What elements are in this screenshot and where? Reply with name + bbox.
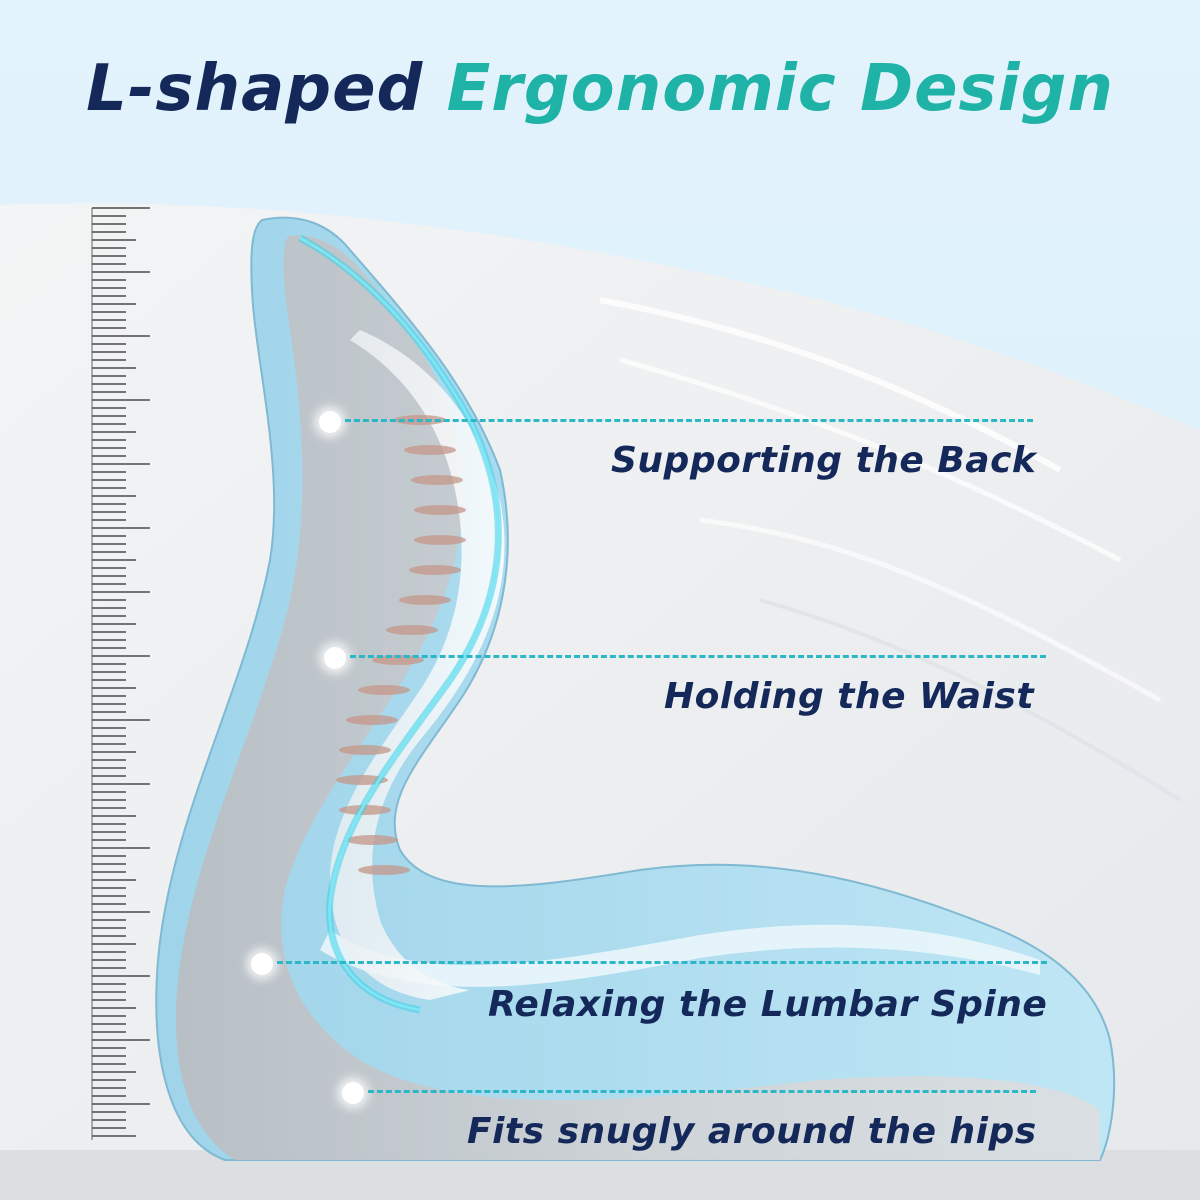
vertebra-disc [411,475,463,485]
leader-line-back [345,419,1033,422]
vertebra-disc [409,565,461,575]
vertebra-disc [414,535,466,545]
vertebra-disc [339,745,391,755]
callout-relaxing-lumbar: Relaxing the Lumbar Spine [488,984,1048,1025]
callout-supporting-back: Supporting the Back [611,440,1037,481]
callout-fits-hips: Fits snugly around the hips [467,1111,1037,1152]
page-title: L-shaped Ergonomic Design [0,52,1200,126]
vertebra-disc [386,625,438,635]
callout-dot-lumbar [251,953,273,975]
vertebra-disc [358,865,410,875]
callout-holding-waist: Holding the Waist [664,676,1035,717]
callout-dot-hips [342,1082,364,1104]
leader-line-waist [350,655,1046,658]
vertebra-disc [404,445,456,455]
vertebra-disc [358,685,410,695]
vertebra-disc [399,595,451,605]
leader-line-hips [368,1090,1036,1093]
title-part-1: L-shaped [86,52,424,126]
vertebra-disc [346,835,398,845]
vertebra-disc [346,715,398,725]
callout-dot-waist [324,647,346,669]
title-part-2: Ergonomic Design [446,52,1114,126]
callout-dot-back [319,411,341,433]
leader-line-lumbar [277,961,1047,964]
vertebra-disc [414,505,466,515]
